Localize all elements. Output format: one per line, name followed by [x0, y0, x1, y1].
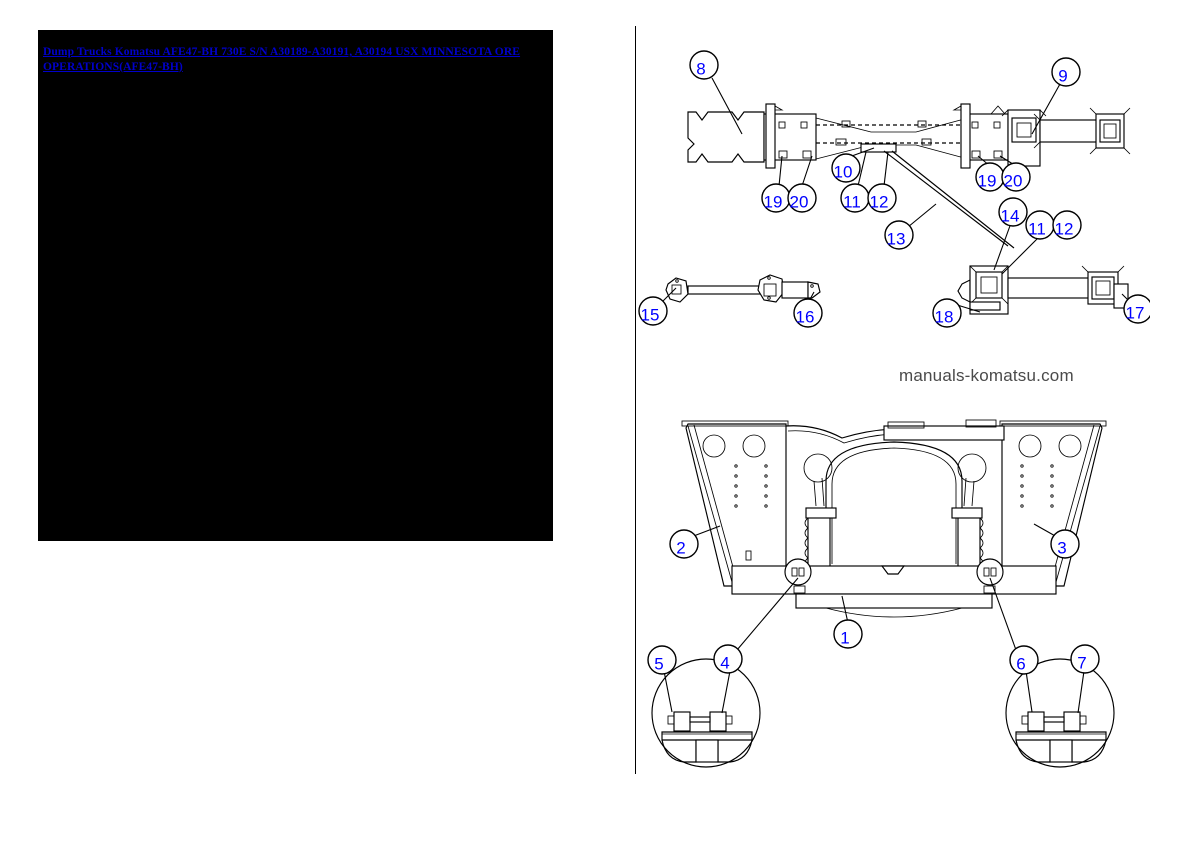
callout-label: 15: [641, 306, 660, 325]
callout-label: 1: [840, 629, 849, 648]
callout-circle: [1009, 645, 1039, 675]
callout-7[interactable]: 7: [1070, 644, 1100, 674]
callout-circle: [787, 183, 817, 213]
callout-12[interactable]: 12: [1052, 210, 1082, 240]
callout-16[interactable]: 16: [793, 298, 823, 328]
callout-circle: [1123, 294, 1150, 324]
callout-5[interactable]: 5: [647, 645, 677, 675]
callout-6[interactable]: 6: [1009, 645, 1039, 675]
callout-label: 10: [834, 163, 853, 182]
callout-11[interactable]: 11: [840, 183, 870, 213]
callout-label: 9: [1058, 67, 1067, 86]
lower-frame-assembly: [681, 419, 1107, 618]
watermark-text: manuals-komatsu.com: [899, 366, 1074, 385]
callout-13[interactable]: 13: [884, 220, 914, 250]
leader-lines: [661, 77, 1131, 714]
callout-label: 4: [720, 654, 729, 673]
callout-15[interactable]: 15: [638, 296, 668, 326]
callout-label: 5: [654, 655, 663, 674]
callout-label: 14: [1001, 207, 1020, 226]
callout-circle: [1001, 162, 1031, 192]
callout-label: 6: [1016, 655, 1025, 674]
detail-view-left: [651, 658, 761, 768]
callout-18[interactable]: 18: [932, 298, 962, 328]
callout-circle: [884, 220, 914, 250]
callout-circle: [669, 529, 699, 559]
callout-14[interactable]: 14: [998, 197, 1028, 227]
callout-3[interactable]: 3: [1050, 529, 1080, 559]
callout-circle: [867, 183, 897, 213]
callout-label: 3: [1057, 539, 1066, 558]
callout-19[interactable]: 19: [975, 162, 1005, 192]
callout-1[interactable]: 1: [833, 619, 863, 649]
callout-label: 19: [764, 193, 783, 212]
callout-label: 16: [796, 308, 815, 327]
callout-circle: [1052, 210, 1082, 240]
callout-circle: [831, 153, 861, 183]
callout-12[interactable]: 12: [867, 183, 897, 213]
parts-catalog-title-link[interactable]: Dump Trucks Komatsu AFE47-BH 730E S/N A3…: [43, 46, 521, 73]
callout-label: 11: [1028, 220, 1046, 239]
callout-label: 8: [696, 60, 705, 79]
upper-axle-assembly: [687, 103, 1131, 249]
callout-2[interactable]: 2: [669, 529, 699, 559]
callout-label: 2: [676, 539, 685, 558]
callout-label: 19: [978, 172, 997, 191]
callout-circle: [713, 644, 743, 674]
callout-label: 17: [1126, 304, 1145, 323]
callout-circle: [638, 296, 668, 326]
callout-circle: [1050, 529, 1080, 559]
callout-circle: [689, 50, 719, 80]
callout-label: 7: [1077, 654, 1086, 673]
callout-20[interactable]: 20: [1001, 162, 1031, 192]
detail-view-right: [1005, 658, 1115, 768]
callout-label: 12: [1055, 220, 1074, 239]
callout-circle: [998, 197, 1028, 227]
callout-circle: [1070, 644, 1100, 674]
callout-label: 13: [887, 230, 906, 249]
callout-label: 12: [870, 193, 889, 212]
callout-label: 20: [1004, 172, 1023, 191]
callout-17[interactable]: 17: [1123, 294, 1150, 324]
callout-label: 18: [935, 308, 954, 327]
callout-9[interactable]: 9: [1051, 57, 1081, 87]
callout-label: 11: [843, 193, 861, 212]
callout-circle: [647, 645, 677, 675]
parts-diagram: manuals-komatsu.com: [635, 26, 1150, 774]
callout-10[interactable]: 10: [831, 153, 861, 183]
callout-label: 20: [790, 193, 809, 212]
parts-diagram-svg: manuals-komatsu.com: [638, 50, 1150, 768]
callout-19[interactable]: 19: [761, 183, 791, 213]
callout-11[interactable]: 11: [1025, 210, 1055, 240]
callout-circle: [932, 298, 962, 328]
parts-image-panel: Dump Trucks Komatsu AFE47-BH 730E S/N A3…: [38, 30, 553, 541]
callout-8[interactable]: 8: [689, 50, 719, 80]
callout-4[interactable]: 4: [713, 644, 743, 674]
callout-circle: [833, 619, 863, 649]
callout-circle: [793, 298, 823, 328]
callout-20[interactable]: 20: [787, 183, 817, 213]
callout-circle: [1051, 57, 1081, 87]
right-tie-rod-assembly: [957, 265, 1129, 315]
left-tie-rod-assembly: [665, 274, 821, 303]
